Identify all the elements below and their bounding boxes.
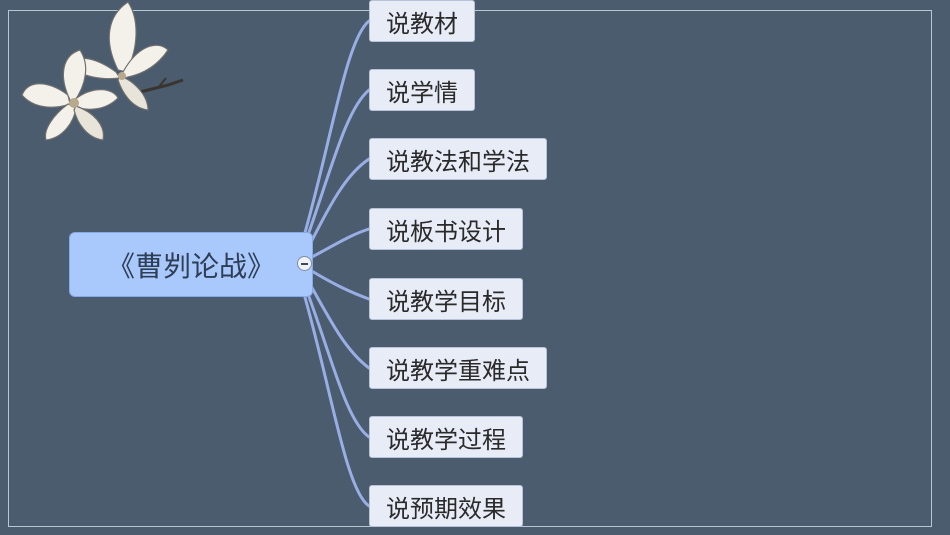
connector-8 bbox=[298, 278, 371, 508]
collapse-toggle-icon[interactable] bbox=[297, 256, 312, 271]
connector-3 bbox=[303, 157, 371, 256]
subtopic-label: 说教材 bbox=[386, 9, 458, 38]
connector-2 bbox=[300, 88, 371, 254]
root-topic[interactable]: 《曹刿论战》 bbox=[69, 232, 313, 297]
connector-4 bbox=[308, 227, 371, 260]
root-topic-label: 《曹刿论战》 bbox=[106, 249, 275, 283]
subtopic-label: 说学情 bbox=[386, 78, 458, 107]
subtopic-1[interactable]: 说教材 bbox=[369, 0, 475, 42]
subtopic-label: 说板书设计 bbox=[386, 217, 506, 246]
subtopic-label: 说教法和学法 bbox=[386, 147, 530, 176]
subtopic-label: 说预期效果 bbox=[386, 494, 506, 523]
subtopic-5[interactable]: 说教学目标 bbox=[369, 278, 523, 320]
connector-1 bbox=[298, 19, 371, 252]
subtopic-2[interactable]: 说学情 bbox=[369, 69, 475, 111]
subtopic-6[interactable]: 说教学重难点 bbox=[369, 347, 547, 389]
magnolia-flower-decoration bbox=[21, 1, 184, 141]
connector-5 bbox=[308, 268, 371, 301]
subtopic-8[interactable]: 说预期效果 bbox=[369, 485, 523, 527]
connector-6 bbox=[303, 273, 371, 370]
subtopic-3[interactable]: 说教法和学法 bbox=[369, 138, 547, 180]
subtopic-7[interactable]: 说教学过程 bbox=[369, 416, 523, 458]
subtopic-4[interactable]: 说板书设计 bbox=[369, 208, 523, 250]
subtopic-label: 说教学目标 bbox=[386, 287, 506, 316]
subtopic-label: 说教学过程 bbox=[386, 425, 506, 454]
subtopic-label: 说教学重难点 bbox=[386, 356, 530, 385]
connector-7 bbox=[300, 276, 371, 439]
